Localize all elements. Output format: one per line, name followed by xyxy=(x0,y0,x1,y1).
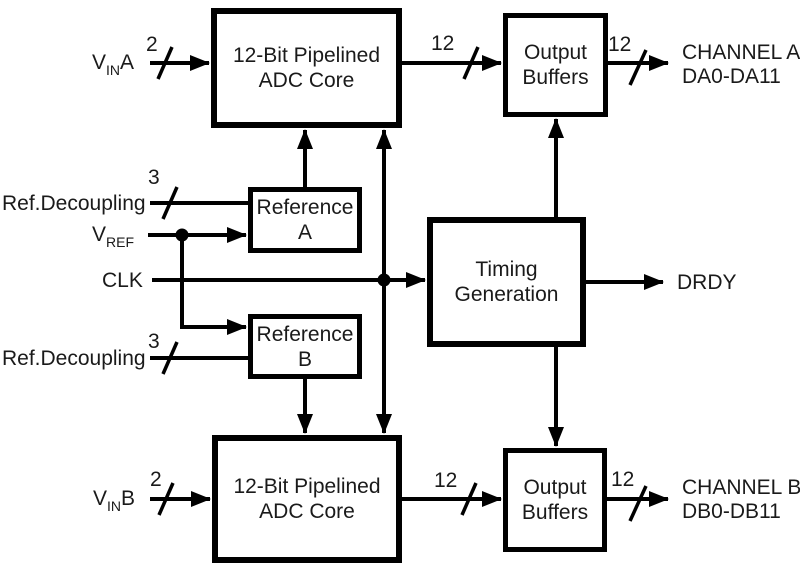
ref-decoupling-a-label: Ref.Decoupling xyxy=(2,192,146,215)
bus-slash-vin-b xyxy=(157,482,175,516)
bus-width-adc-b-out: 12 xyxy=(434,469,458,492)
channel-b-line1: CHANNEL B xyxy=(682,476,800,499)
reference-b-label: Reference B xyxy=(256,322,354,371)
vref-branch-wire xyxy=(180,235,247,335)
clk-junction-dot xyxy=(377,273,391,287)
bus-width-adc-a-out: 12 xyxy=(431,32,455,55)
vref-base: V xyxy=(92,223,107,246)
output-buffers-a-block: Output Buffers xyxy=(503,13,608,117)
bus-slash-adc-a-out xyxy=(462,46,480,80)
channel-b-output-label: CHANNEL B DB0-DB11 xyxy=(682,476,800,524)
timing-generation-block: Timing Generation xyxy=(427,217,586,347)
vin-a-subscript: IN xyxy=(106,62,121,78)
adc-core-b-label: 12-Bit Pipelined ADC Core xyxy=(233,475,381,523)
timing-generation-label: Timing Generation xyxy=(454,258,559,306)
vin-b-suffix: B xyxy=(121,487,136,510)
bus-width-channel-a: 12 xyxy=(608,33,632,56)
bus-slash-adc-b-out xyxy=(460,482,478,516)
vin-a-base: V xyxy=(92,51,107,74)
output-buffers-b-label: Output Buffers xyxy=(521,476,589,524)
output-buffers-a-label: Output Buffers xyxy=(522,41,589,89)
adc-core-a-label: 12-Bit Pipelined ADC Core xyxy=(232,44,381,92)
vref-junction-dot xyxy=(175,228,189,242)
reference-a-block: Reference A xyxy=(248,187,362,253)
bus-width-vin-a: 2 xyxy=(146,33,158,56)
bus-width-refdec-a: 3 xyxy=(148,166,160,189)
reference-b-block: Reference B xyxy=(248,314,362,379)
adc-core-a-block: 12-Bit Pipelined ADC Core xyxy=(211,8,402,128)
reference-a-label: Reference A xyxy=(256,196,354,244)
drdy-output-label: DRDY xyxy=(677,271,737,294)
bus-slash-refdec-b xyxy=(161,341,179,375)
channel-a-line2: DA0-DA11 xyxy=(682,65,781,88)
bus-width-refdec-b: 3 xyxy=(148,330,160,353)
channel-b-line2: DB0-DB11 xyxy=(682,500,781,523)
vref-subscript: REF xyxy=(106,234,135,250)
output-buffers-b-block: Output Buffers xyxy=(503,448,607,552)
bus-width-vin-b: 2 xyxy=(150,468,162,491)
vin-b-base: V xyxy=(93,487,108,510)
vin-a-signal-label: VINA xyxy=(92,51,135,78)
ref-decoupling-b-label: Ref.Decoupling xyxy=(2,347,146,370)
vin-b-subscript: IN xyxy=(107,498,122,514)
bus-width-channel-b: 12 xyxy=(611,468,635,491)
clk-signal-label: CLK xyxy=(102,269,143,292)
channel-a-line1: CHANNEL A xyxy=(682,41,800,64)
vin-b-signal-label: VINB xyxy=(93,487,136,514)
channel-a-output-label: CHANNEL A DA0-DA11 xyxy=(682,41,800,89)
vref-signal-label: VREF xyxy=(92,223,135,250)
bus-slash-refdec-a xyxy=(161,186,179,220)
bus-slash-channel-b xyxy=(628,485,648,522)
adc-core-b-block: 12-Bit Pipelined ADC Core xyxy=(212,435,402,563)
vin-a-suffix: A xyxy=(120,51,135,74)
bus-slash-channel-a xyxy=(628,49,648,86)
bus-slash-vin-a xyxy=(156,46,174,80)
